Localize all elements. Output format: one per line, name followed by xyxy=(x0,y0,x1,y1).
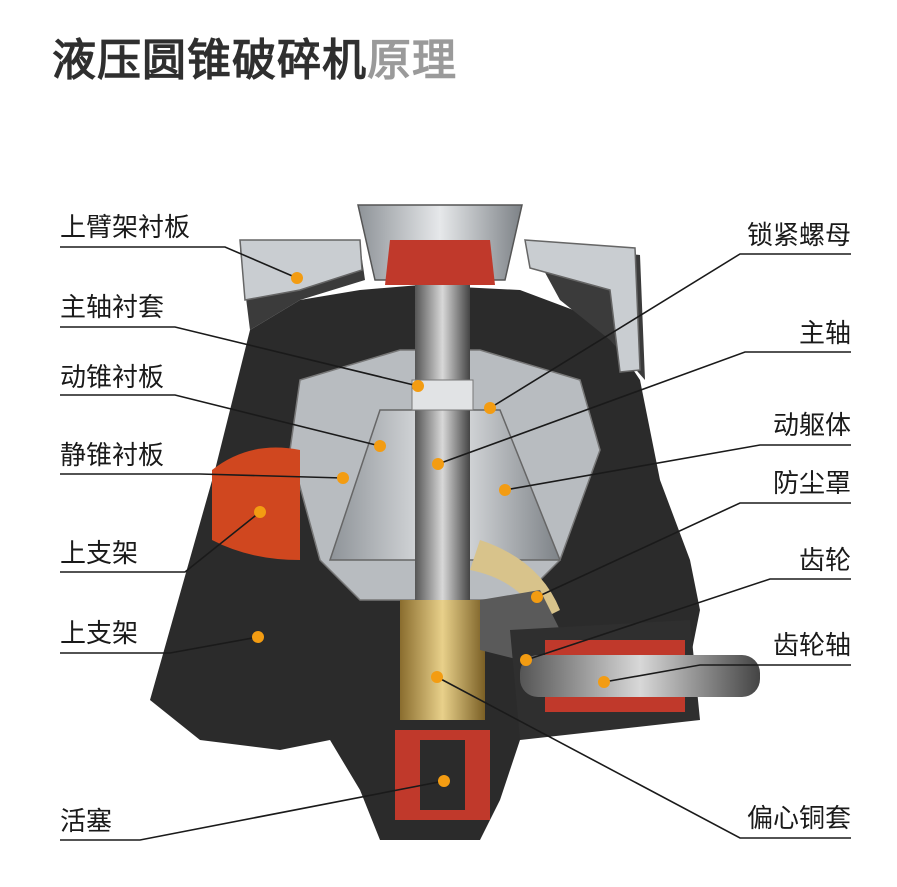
marker-concave-liner xyxy=(337,472,349,484)
pinion-red xyxy=(545,640,685,655)
page-title: 液压圆锥破碎机原理 xyxy=(52,24,457,88)
marker-upper-frame-1 xyxy=(254,506,266,518)
leader-upper-arm-liner xyxy=(60,246,298,279)
label-dust-seal: 防尘罩 xyxy=(772,469,851,499)
marker-eccentric-bushing xyxy=(431,671,443,683)
lock-nut xyxy=(385,240,495,285)
leader-upper-frame-2 xyxy=(60,636,259,654)
label-upper-frame-2: 上支架 xyxy=(60,619,139,649)
marker-lock-nut xyxy=(484,402,496,414)
leader-dust-seal xyxy=(536,502,851,598)
upper-frame-red-ring xyxy=(212,447,300,560)
label-mantle-liner: 动锥衬板 xyxy=(60,363,165,393)
label-concave-liner: 静锥衬板 xyxy=(60,441,165,471)
label-gear: 齿轮 xyxy=(798,546,851,576)
marker-piston xyxy=(438,775,450,787)
leader-gear xyxy=(525,578,851,661)
label-shaft-bushing: 主轴衬套 xyxy=(60,293,165,323)
leader-shaft-bushing xyxy=(60,326,419,387)
label-upper-frame-1: 上支架 xyxy=(60,539,139,569)
label-upper-arm-liner: 上臂架衬板 xyxy=(60,213,191,243)
leader-piston xyxy=(60,780,445,841)
label-piston: 活塞 xyxy=(60,807,113,837)
leader-concave-liner xyxy=(60,473,344,479)
marker-dust-seal xyxy=(531,591,543,603)
marker-moving-body xyxy=(499,484,511,496)
leader-main-shaft xyxy=(437,351,851,465)
marker-pinion-shaft xyxy=(598,676,610,688)
eccentric-bushing xyxy=(400,600,485,720)
title-main: 液压圆锥破碎机 xyxy=(52,35,367,86)
upper-arm-liner xyxy=(239,239,363,301)
leader-lines xyxy=(60,246,851,841)
upper-arm-liner-right xyxy=(524,239,641,373)
label-pinion-shaft: 齿轮轴 xyxy=(772,631,851,661)
leader-mantle-liner xyxy=(60,394,381,447)
leader-moving-body xyxy=(504,444,851,491)
label-main-shaft: 主轴 xyxy=(798,319,851,349)
title-accent: 原理 xyxy=(367,35,457,86)
label-lock-nut: 锁紧螺母 xyxy=(746,221,851,251)
marker-shaft-bushing xyxy=(412,380,424,392)
marker-upper-arm-liner xyxy=(291,272,303,284)
marker-mantle-liner xyxy=(374,440,386,452)
leader-pinion-shaft xyxy=(603,664,851,683)
leader-lock-nut xyxy=(489,253,851,409)
leader-eccentric-bushing xyxy=(436,676,851,839)
leader-upper-frame-1 xyxy=(60,511,261,573)
label-eccentric-bushing: 偏心铜套 xyxy=(746,804,851,834)
markers xyxy=(252,272,610,787)
label-moving-body: 动躯体 xyxy=(772,411,851,441)
marker-upper-frame-2 xyxy=(252,631,264,643)
marker-gear xyxy=(520,654,532,666)
pinion-red-lower xyxy=(545,697,685,712)
piston-inner xyxy=(420,740,465,810)
marker-main-shaft xyxy=(432,458,444,470)
